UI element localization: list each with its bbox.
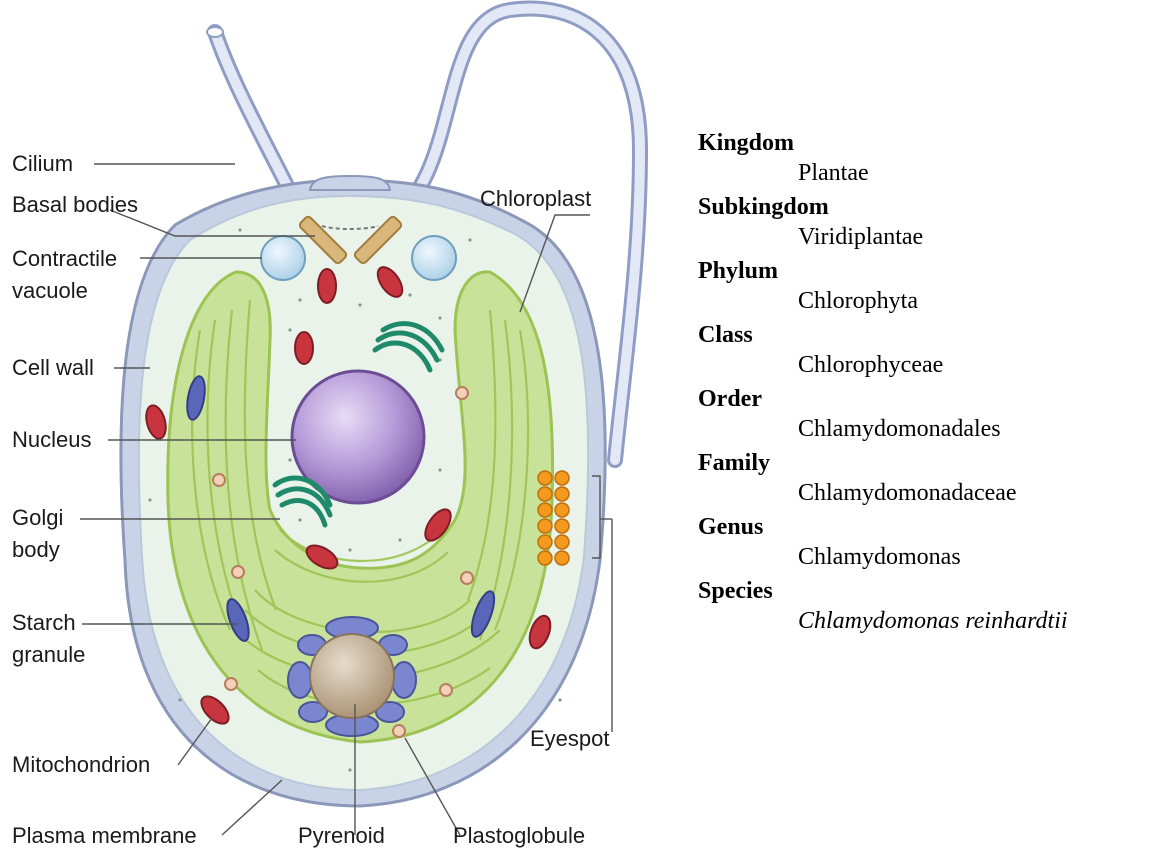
mitochondrion <box>318 269 336 303</box>
taxonomy-value-phylum: Chlorophyta <box>798 286 1158 316</box>
taxonomy-value-family: Chlamydomonadaceae <box>798 478 1158 508</box>
plastoglobule <box>393 725 405 737</box>
label-mitochondrion: Mitochondrion <box>12 752 150 777</box>
label-contractile-vacuole-line1: Contractile <box>12 246 117 271</box>
label-starch-line2: granule <box>12 642 85 667</box>
taxonomy-rank-species: Species <box>698 576 1158 606</box>
taxonomy-rank-family: Family <box>698 448 1158 478</box>
contractile-vacuole <box>261 236 305 280</box>
label-plasma-membrane: Plasma membrane <box>12 823 197 848</box>
papilla <box>310 176 390 190</box>
pyrenoid <box>310 634 394 718</box>
taxonomy-rank-subkingdom: Subkingdom <box>698 192 1158 222</box>
label-eyespot: Eyespot <box>530 726 610 751</box>
taxonomy-value-genus: Chlamydomonas <box>798 542 1158 572</box>
taxonomy-rank-order: Order <box>698 384 1158 414</box>
plastoglobule <box>456 387 468 399</box>
label-cell-wall: Cell wall <box>12 355 94 380</box>
label-basal-bodies: Basal bodies <box>12 192 138 217</box>
label-golgi-line2: body <box>12 537 60 562</box>
taxonomy-value-species: Chlamydomonas reinhardtii <box>798 606 1158 636</box>
label-pyrenoid: Pyrenoid <box>298 823 385 848</box>
label-nucleus: Nucleus <box>12 427 91 452</box>
taxonomy-value-subkingdom: Viridiplantae <box>798 222 1158 252</box>
plastoglobule <box>440 684 452 696</box>
mitochondrion <box>295 332 313 364</box>
contractile-vacuole <box>412 236 456 280</box>
taxonomy-rank-class: Class <box>698 320 1158 350</box>
label-chloroplast: Chloroplast <box>480 186 591 211</box>
label-plastoglobule: Plastoglobule <box>453 823 585 848</box>
plastoglobule <box>213 474 225 486</box>
label-cilium: Cilium <box>12 151 73 176</box>
taxonomy-rank-kingdom: Kingdom <box>698 128 1158 158</box>
taxonomy-rank-phylum: Phylum <box>698 256 1158 286</box>
label-contractile-vacuole-line2: vacuole <box>12 278 88 303</box>
label-golgi-line1: Golgi <box>12 505 63 530</box>
plastoglobule <box>461 572 473 584</box>
plastoglobule <box>232 566 244 578</box>
cell-diagram: Cilium Basal bodies Contractile vacuole … <box>0 0 680 851</box>
taxonomy-rank-genus: Genus <box>698 512 1158 542</box>
label-starch-line1: Starch <box>12 610 76 635</box>
taxonomy-value-class: Chlorophyceae <box>798 350 1158 380</box>
plastoglobule <box>225 678 237 690</box>
taxonomy-value-kingdom: Plantae <box>798 158 1158 188</box>
taxonomy-value-order: Chlamydomonadales <box>798 414 1158 444</box>
